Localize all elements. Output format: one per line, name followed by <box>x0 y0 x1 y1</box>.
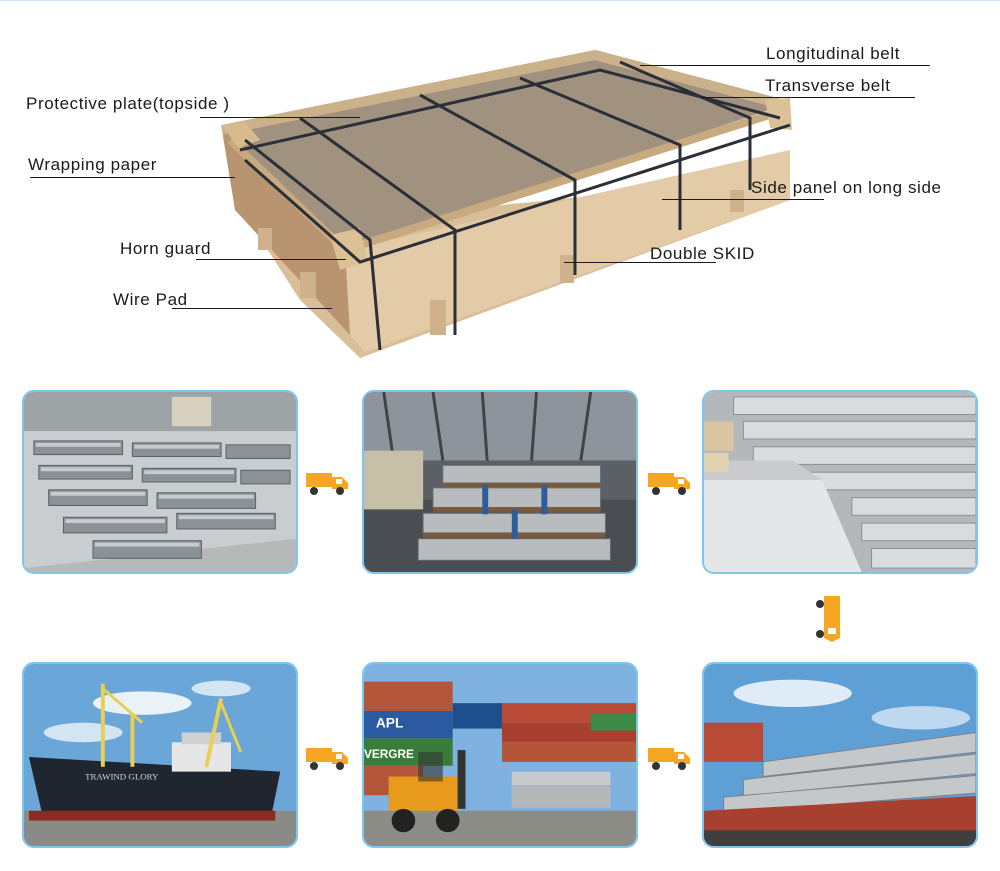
label-horn-guard: Horn guard <box>120 239 212 258</box>
label-side-panel: Side panel on long side <box>751 178 942 197</box>
leader-wire-pad <box>172 308 332 309</box>
leader-side-panel <box>662 199 824 200</box>
top-divider <box>0 0 1000 1</box>
label-wire-pad: Wire Pad <box>113 290 188 309</box>
label-wrapping-paper: Wrapping paper <box>28 155 158 174</box>
dump-truck-icon <box>304 742 350 772</box>
leader-horn-guard <box>196 259 346 260</box>
steel-sheet-package-illustration <box>221 50 792 358</box>
dump-truck-icon <box>646 742 692 772</box>
dump-truck-icon <box>816 594 852 644</box>
container-evergreen-text: VERGRE <box>364 748 414 761</box>
photo-sheet-stacks-closeup <box>702 390 978 574</box>
leader-wrapping-paper <box>30 177 235 178</box>
container-apl-text: APL <box>376 716 404 731</box>
leader-double-skid <box>564 262 716 263</box>
ship-hull-name: TRAWIND GLORY <box>85 771 159 781</box>
label-longitudinal-belt: Longitudinal belt <box>766 44 901 63</box>
photo-factory-floor <box>362 390 638 574</box>
dump-truck-icon <box>646 467 692 497</box>
leader-longitudinal-belt <box>640 65 930 66</box>
photo-forklift-loading: APL VERGRE <box>362 662 638 848</box>
photo-cargo-ship: TRAWIND GLORY <box>22 662 298 848</box>
photo-warehouse-stacks <box>22 390 298 574</box>
leader-transverse-belt <box>700 97 915 98</box>
photo-truck-sheets <box>702 662 978 848</box>
package-diagram: Protective plate(topside ) Wrapping pape… <box>0 0 1000 370</box>
dump-truck-icon <box>304 467 350 497</box>
label-transverse-belt: Transverse belt <box>765 76 891 95</box>
label-protective-plate: Protective plate(topside ) <box>26 94 230 113</box>
label-double-skid: Double SKID <box>650 244 755 263</box>
leader-protective-plate <box>200 117 360 118</box>
